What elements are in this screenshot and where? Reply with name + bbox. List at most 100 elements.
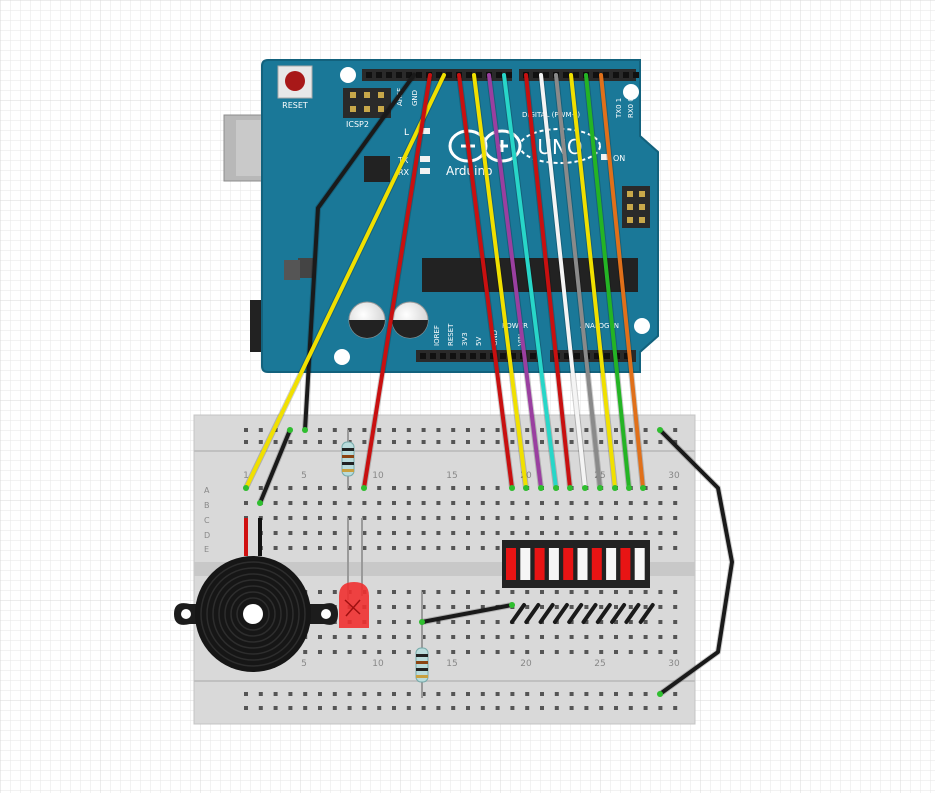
mount-hole: [340, 67, 356, 83]
breadboard-hole: [332, 650, 337, 654]
breadboard-hole: [362, 706, 367, 710]
breadboard-hole: [658, 635, 663, 639]
breadboard-hole: [643, 440, 648, 444]
breadboard-hole: [377, 605, 382, 609]
breadboard-hole: [392, 516, 396, 520]
breadboard-hole: [673, 531, 678, 535]
breadboard-hole: [273, 501, 278, 505]
reset-button-cap[interactable]: [285, 71, 305, 91]
header-pin: [476, 72, 482, 78]
breadboard-hole: [332, 546, 337, 550]
bargraph-segment: [577, 548, 588, 580]
breadboard-hole: [406, 650, 411, 654]
breadboard-hole: [495, 516, 500, 520]
breadboard-hole: [643, 590, 648, 594]
breadboard-hole: [540, 501, 544, 505]
breadboard-hole: [377, 531, 382, 535]
header-pin: [440, 353, 446, 359]
breadboard-hole: [658, 440, 663, 444]
breadboard-hole: [451, 692, 456, 696]
header-pin: [450, 353, 456, 359]
header-pin: [416, 72, 422, 78]
breadboard-hole: [584, 590, 589, 594]
breadboard-hole: [628, 605, 633, 609]
header-pin: [430, 353, 436, 359]
piezo-buzzer: [174, 518, 338, 672]
breadboard-hole: [510, 516, 515, 520]
wire-green-seg9: [584, 73, 631, 490]
ground-link-wire: [567, 603, 584, 624]
breadboard-hole: [525, 501, 530, 505]
breadboard-hole: [643, 501, 648, 505]
breadboard-hole: [673, 620, 678, 624]
breadboard-hole: [673, 440, 678, 444]
breadboard-hole: [273, 516, 278, 520]
breadboard-hole: [288, 546, 293, 550]
breadboard-hole: [614, 692, 618, 696]
breadboard-hole: [614, 428, 618, 432]
breadboard-hole: [451, 516, 456, 520]
breadboard-hole: [643, 650, 648, 654]
led-bar-graph: [502, 540, 650, 588]
breadboard-hole: [643, 605, 648, 609]
breadboard-hole: [658, 486, 663, 490]
breadboard-hole: [466, 692, 470, 696]
breadboard-hole: [406, 516, 411, 520]
breadboard-hole: [673, 650, 678, 654]
breadboard-hole: [584, 531, 589, 535]
breadboard-hole: [480, 440, 485, 444]
breadboard-hole: [392, 605, 396, 609]
breadboard-hole: [628, 516, 633, 520]
breadboard-hole: [377, 590, 382, 594]
wire-red-led: [362, 73, 432, 490]
breadboard-hole: [495, 440, 500, 444]
wire-yellow-seg8: [569, 73, 617, 490]
breadboard-hole: [347, 428, 352, 432]
breadboard-hole: [347, 635, 352, 639]
breadboard-hole: [406, 706, 411, 710]
header-pin: [543, 72, 549, 78]
breadboard-hole: [673, 590, 678, 594]
breadboard-hole: [673, 692, 678, 696]
breadboard-hole: [288, 501, 293, 505]
icsp-pin: [639, 217, 645, 223]
breadboard-hole: [332, 692, 337, 696]
breadboard-hole: [406, 605, 411, 609]
breadboard-hole: [332, 516, 337, 520]
breadboard-hole: [436, 605, 441, 609]
breadboard-hole: [599, 650, 604, 654]
breadboard-hole: [244, 428, 248, 432]
breadboard-hole: [347, 516, 352, 520]
row-label-a: A: [204, 486, 210, 495]
breadboard-hole: [421, 531, 426, 535]
breadboard-hole: [392, 428, 396, 432]
breadboard-hole: [658, 531, 663, 535]
buzzer-ring: [224, 585, 282, 643]
icsp-pin: [350, 106, 356, 112]
col-label-top-15: 15: [446, 471, 457, 481]
breadboard-hole: [318, 440, 322, 444]
breadboard-hole: [614, 440, 618, 444]
breadboard-hole: [347, 692, 352, 696]
breadboard-hole: [406, 546, 411, 550]
header-pin: [564, 353, 570, 359]
breadboard-hole: [303, 501, 308, 505]
breadboard-hole: [510, 650, 515, 654]
wires: [243, 72, 735, 697]
ground-link-wire: [538, 603, 555, 624]
breadboard-hole: [303, 706, 308, 710]
wire-end-pad: [509, 602, 515, 608]
breadboard-hole: [584, 706, 589, 710]
v5-label: 5V: [475, 337, 483, 346]
breadboard-hole: [362, 428, 367, 432]
header-pin: [563, 72, 569, 78]
mount-hole: [634, 318, 650, 334]
wire-end-pad: [509, 485, 515, 491]
breadboard-hole: [406, 486, 411, 490]
breadboard-hole: [599, 590, 604, 594]
col-label-top-30: 30: [668, 471, 680, 481]
breadboard-hole: [658, 650, 663, 654]
header-pin: [506, 72, 512, 78]
tx-pin-label: TX0 1: [615, 98, 623, 119]
bargraph-segment: [506, 548, 516, 580]
